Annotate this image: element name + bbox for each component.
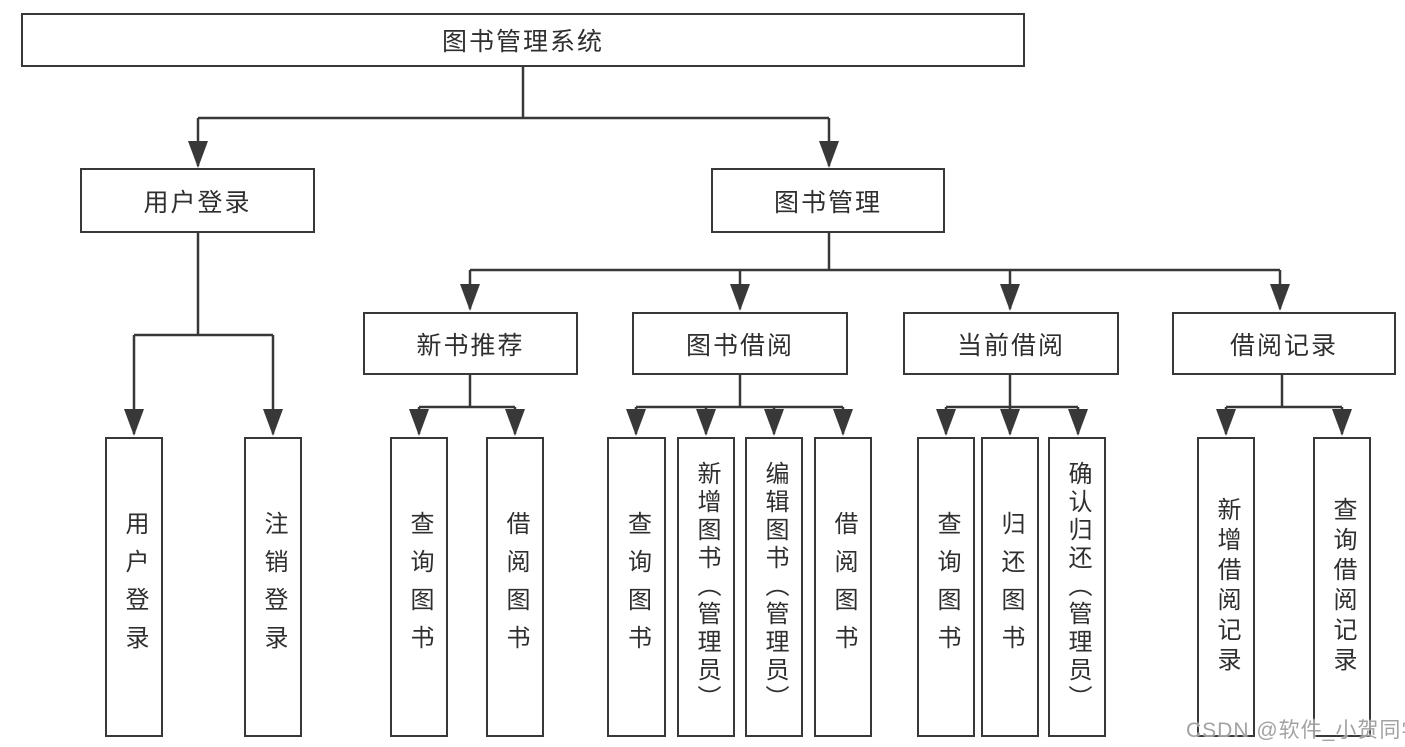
- leaf-query-books-borrow: 查询图书: [607, 437, 666, 737]
- node-book-management: 图书管理: [711, 168, 945, 233]
- leaf-query-books-recommend-label: 查询图书: [406, 511, 433, 663]
- node-library-system-label: 图书管理系统: [441, 28, 604, 56]
- csdn-watermark: CSDN @软件_小贺同学: [1186, 719, 1405, 742]
- node-current-borrow-label: 当前借阅: [956, 331, 1065, 360]
- node-new-book-recommend-label: 新书推荐: [416, 331, 525, 360]
- leaf-confirm-return-admin: 确认归还（管理员）: [1048, 437, 1106, 737]
- leaf-add-borrow-record: 新增借阅记录: [1197, 437, 1255, 737]
- node-borrow-records: 借阅记录: [1172, 312, 1396, 375]
- leaf-query-borrow-record: 查询借阅记录: [1313, 437, 1371, 737]
- leaf-logout: 注销登录: [244, 437, 302, 737]
- leaf-query-books-borrow-label: 查询图书: [623, 511, 651, 663]
- node-borrow-records-label: 借阅记录: [1229, 331, 1338, 360]
- leaf-confirm-return-admin-label: 确认归还（管理员）: [1064, 461, 1091, 713]
- leaf-query-books-current-label: 查询图书: [933, 511, 960, 663]
- leaf-return-books-label: 归还图书: [997, 511, 1024, 663]
- leaf-add-book-admin-label: 新增图书（管理员）: [693, 461, 720, 713]
- node-user-login-label: 用户登录: [143, 188, 252, 217]
- node-book-borrow-label: 图书借阅: [685, 331, 794, 360]
- node-current-borrow: 当前借阅: [903, 312, 1119, 375]
- leaf-borrow-books-recommend-label: 借阅图书: [502, 511, 529, 663]
- leaf-query-books-current: 查询图书: [917, 437, 975, 737]
- leaf-edit-book-admin-label: 编辑图书（管理员）: [761, 461, 788, 713]
- node-new-book-recommend: 新书推荐: [363, 312, 578, 375]
- node-book-borrow: 图书借阅: [632, 312, 848, 375]
- leaf-add-book-admin: 新增图书（管理员）: [677, 437, 735, 737]
- leaf-borrow-books-recommend: 借阅图书: [486, 437, 544, 737]
- leaf-edit-book-admin: 编辑图书（管理员）: [745, 437, 803, 737]
- leaf-query-borrow-record-label: 查询借阅记录: [1329, 497, 1356, 677]
- leaf-user-login-label: 用户登录: [121, 511, 148, 663]
- node-user-login: 用户登录: [80, 168, 315, 233]
- leaf-user-login: 用户登录: [105, 437, 163, 737]
- leaf-borrow-books-label: 借阅图书: [830, 511, 857, 663]
- leaf-borrow-books: 借阅图书: [814, 437, 872, 737]
- leaf-add-borrow-record-label: 新增借阅记录: [1213, 497, 1240, 677]
- leaf-return-books: 归还图书: [981, 437, 1039, 737]
- node-book-management-label: 图书管理: [773, 188, 882, 217]
- leaf-query-books-recommend: 查询图书: [390, 437, 448, 737]
- leaf-logout-label: 注销登录: [260, 511, 287, 663]
- node-library-system: 图书管理系统: [21, 13, 1025, 67]
